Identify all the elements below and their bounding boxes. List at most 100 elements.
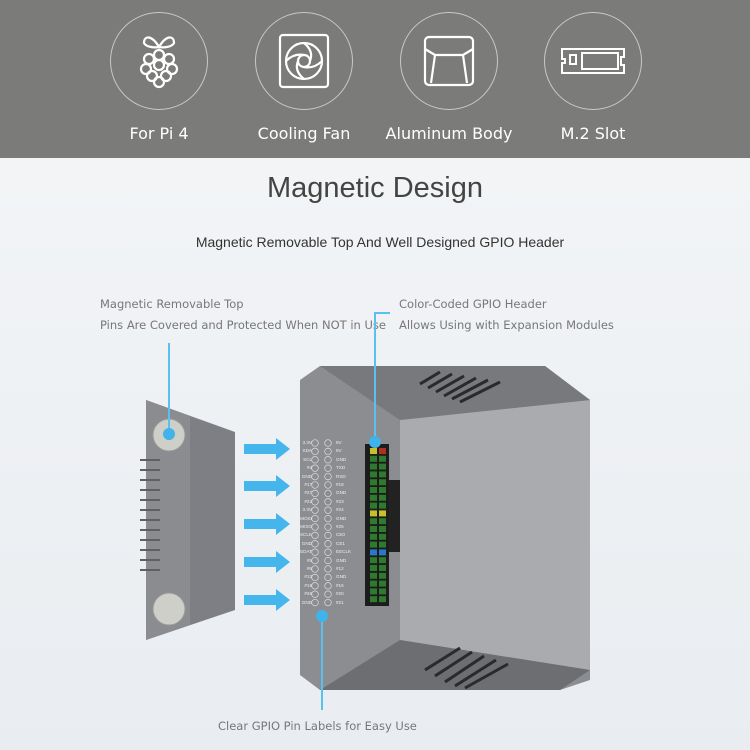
header-pin bbox=[370, 463, 377, 470]
header-pin bbox=[379, 479, 386, 486]
callout-line bbox=[168, 343, 170, 431]
gpio-label-left: EEDAT bbox=[297, 549, 312, 555]
gpio-label-right: #18 bbox=[336, 482, 344, 487]
pin-number-19 bbox=[311, 514, 319, 523]
section-subtitle: Magnetic Removable Top And Well Designed… bbox=[195, 234, 565, 250]
header-pin bbox=[370, 541, 377, 548]
gpio-label-right: #23 bbox=[336, 498, 344, 504]
callout-line bbox=[374, 314, 376, 440]
header-pin bbox=[379, 494, 386, 501]
pin-number-15 bbox=[311, 498, 319, 506]
gpio-label-left: #26 bbox=[304, 591, 312, 597]
pin-number-3 bbox=[311, 447, 319, 456]
gpio-label-right: 5V bbox=[336, 440, 342, 445]
arrows bbox=[244, 438, 290, 611]
pin-number-6 bbox=[324, 456, 332, 464]
gpio-label-left: MISO bbox=[300, 524, 312, 529]
pin-number-38 bbox=[324, 590, 332, 598]
gpio-label-right: #16 bbox=[336, 582, 344, 588]
pin-number-31 bbox=[311, 565, 319, 573]
pin-number-36 bbox=[324, 582, 332, 590]
gpio-label-right: #20 bbox=[336, 591, 344, 597]
header-pin bbox=[379, 580, 386, 587]
gpio-label-left: 3.3V bbox=[302, 507, 312, 513]
pin-number-33 bbox=[311, 573, 319, 582]
gpio-label-left: #13 bbox=[304, 574, 312, 580]
section-title: Magnetic Design bbox=[267, 172, 483, 204]
header-pin bbox=[379, 502, 386, 509]
header-pin bbox=[370, 448, 377, 454]
header-pin bbox=[379, 588, 386, 595]
magnetic-top-lid bbox=[140, 400, 235, 640]
header-pin bbox=[379, 471, 386, 478]
pin-number-11 bbox=[311, 481, 319, 489]
header-pin bbox=[379, 572, 386, 579]
gpio-label-left: #17 bbox=[304, 482, 312, 487]
arrow-icon bbox=[244, 475, 290, 497]
gpio-label-right: CE1 bbox=[336, 540, 345, 546]
gpio-label-right: 5V bbox=[336, 448, 342, 454]
header-pin bbox=[370, 510, 377, 517]
arrow-icon bbox=[244, 438, 290, 460]
header-pin bbox=[379, 510, 386, 517]
callout-dot bbox=[163, 428, 175, 440]
fan-icon bbox=[278, 33, 330, 89]
gpio-label-left: GND bbox=[301, 473, 312, 479]
pin-number-8 bbox=[324, 464, 332, 472]
arrow-icon bbox=[244, 513, 290, 535]
pin-number-18 bbox=[324, 506, 332, 514]
pin-number-34 bbox=[324, 573, 332, 582]
note-pin-labels: Clear GPIO Pin Labels for Easy Use bbox=[218, 719, 417, 733]
feature-for-pi4: For Pi 4 bbox=[109, 12, 209, 143]
gpio-label-left: SCLK bbox=[299, 532, 312, 538]
note-gpio-header: Color-Coded GPIO Header Allows Using wit… bbox=[399, 294, 614, 336]
pin-number-12 bbox=[324, 481, 332, 489]
header-pin bbox=[370, 580, 377, 587]
pin-number-35 bbox=[311, 582, 319, 590]
pin-number-16 bbox=[324, 498, 332, 506]
gpio-label-left: #6 bbox=[306, 566, 312, 571]
header-pin bbox=[379, 557, 386, 564]
header-pin bbox=[379, 518, 386, 525]
header-pin bbox=[379, 565, 386, 571]
callout-dot bbox=[369, 436, 381, 448]
header-pin bbox=[379, 448, 386, 454]
callout-line bbox=[374, 312, 390, 314]
pin-number-28 bbox=[324, 548, 332, 556]
gpio-label-left: SDA bbox=[302, 448, 312, 454]
pin-number-21 bbox=[311, 523, 319, 531]
gpio-label-right: EECLK bbox=[336, 549, 352, 555]
header-pin bbox=[370, 487, 377, 493]
note-line: Pins Are Covered and Protected When NOT … bbox=[100, 318, 386, 332]
feature-label: M.2 Slot bbox=[560, 124, 626, 143]
pin-number-37 bbox=[311, 590, 319, 598]
pin-number-10 bbox=[324, 472, 332, 481]
gpio-label-right: GND bbox=[336, 456, 347, 462]
gpio-label-right: #21 bbox=[336, 599, 344, 605]
gpio-label-right: #12 bbox=[336, 566, 344, 571]
pin-number-29 bbox=[311, 556, 319, 565]
gpio-label-left: 3.3V bbox=[302, 440, 312, 445]
header-pin bbox=[379, 463, 386, 470]
feature-label: Cooling Fan bbox=[257, 124, 351, 143]
gpio-label-left: GND bbox=[301, 540, 312, 546]
gpio-label-right: TXD bbox=[336, 465, 346, 471]
raspberry-icon bbox=[139, 36, 179, 89]
header-pin bbox=[370, 479, 377, 486]
header-pin bbox=[370, 526, 377, 532]
header-pin bbox=[379, 487, 386, 493]
header-pin bbox=[370, 572, 377, 579]
pin-number-7 bbox=[311, 464, 319, 472]
gpio-label-right: GND bbox=[336, 557, 347, 563]
pin-number-4 bbox=[324, 447, 332, 456]
pin-number-9 bbox=[311, 472, 319, 481]
gpio-label-right: RXD bbox=[336, 473, 346, 479]
header-pin bbox=[370, 596, 377, 603]
gpio-label-right: #25 bbox=[336, 524, 344, 529]
pin-number-1 bbox=[311, 439, 319, 447]
pin-number-25 bbox=[311, 540, 319, 548]
gpio-label-right: CE0 bbox=[336, 532, 345, 538]
pin-number-20 bbox=[324, 514, 332, 523]
header-pin bbox=[379, 596, 386, 603]
gpio-label-right: #24 bbox=[336, 507, 344, 513]
